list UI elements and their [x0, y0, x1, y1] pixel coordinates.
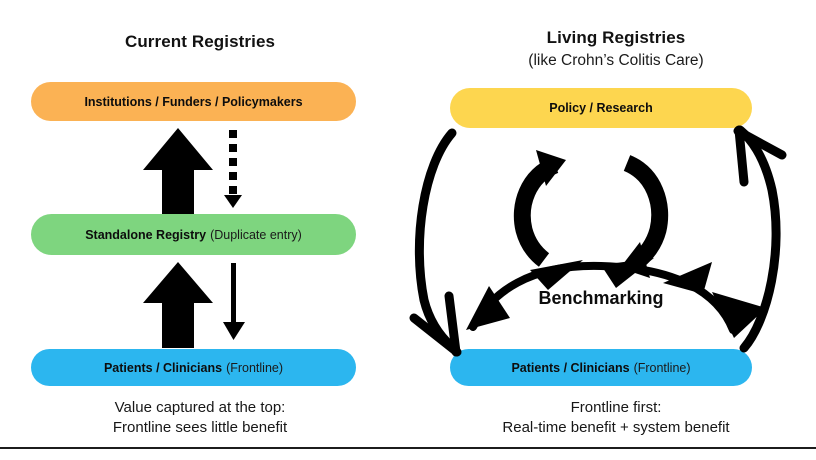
right-panel-caption: Frontline first: Real-time benefit + sys… [416, 398, 816, 439]
right-bar-policy-label: Policy / Research [549, 101, 653, 115]
left-caption-line-1: Value captured at the top: [114, 399, 286, 416]
right-bar-frontline-sublabel: (Frontline) [633, 360, 691, 375]
thick-up-arrow-registry-to-institutions [143, 128, 213, 214]
outer-right-curve-frontline-to-policy [733, 125, 787, 353]
left-panel-caption: Value captured at the top: Frontline see… [0, 398, 400, 439]
right-caption-line-2: Real-time benefit + system benefit [502, 419, 730, 437]
right-panel-title: Living Registries [546, 28, 686, 47]
thick-up-arrow-frontline-to-registry [143, 262, 213, 348]
left-bar-institutions: Institutions / Funders / Policymakers [31, 82, 356, 121]
left-bar-frontline-sublabel: (Frontline) [226, 360, 284, 375]
thin-down-arrow-registry-to-frontline [223, 263, 245, 340]
benchmarking-arrowhead-3 [601, 258, 654, 288]
right-bar-patients-clinicians: Patients / Clinicians (Frontline) [450, 349, 752, 386]
outer-left-curve-policy-to-frontline [409, 128, 462, 357]
inner-left-curve-up [513, 150, 566, 267]
left-bar-standalone-registry: Standalone Registry (Duplicate entry) [31, 214, 356, 255]
left-bar-institutions-label: Institutions / Funders / Policymakers [84, 94, 303, 109]
left-bar-patients-clinicians: Patients / Clinicians (Frontline) [31, 349, 356, 386]
dotted-down-arrow-institutions-to-registry [224, 130, 242, 208]
bottom-divider [0, 447, 816, 449]
right-bar-frontline-label: Patients / Clinicians [511, 360, 630, 375]
inner-right-curve-down [620, 155, 669, 278]
left-panel-title: Current Registries [124, 32, 276, 51]
benchmarking-arrowhead-4 [530, 260, 583, 290]
left-bar-registry-label: Standalone Registry [85, 227, 207, 242]
benchmarking-label: Benchmarking [538, 288, 664, 308]
right-bar-policy-research: Policy / Research [450, 88, 752, 128]
right-caption-line-1: Frontline first: [570, 399, 662, 416]
benchmarking-arrowhead-1 [712, 292, 766, 338]
left-bar-frontline-label: Patients / Clinicians [103, 360, 223, 375]
right-panel-subtitle: (like Crohn’s Colitis Care) [528, 52, 704, 69]
left-bar-registry-sublabel: (Duplicate entry) [210, 227, 302, 242]
left-caption-line-2: Frontline sees little benefit [112, 419, 288, 437]
